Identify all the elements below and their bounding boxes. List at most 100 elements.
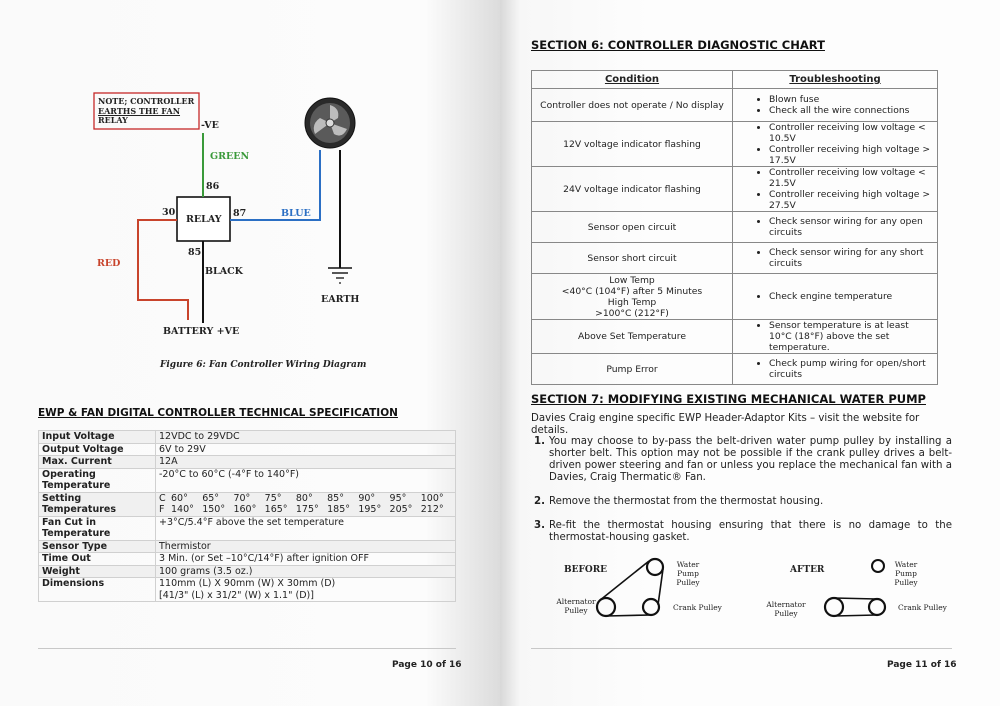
list-item: Check pump wiring for open/short circuit… bbox=[769, 358, 934, 380]
list-item: 1. You may choose to by-pass the belt-dr… bbox=[531, 436, 952, 484]
spec-value: 100 grams (3.5 oz.) bbox=[155, 564, 456, 578]
table-row: Operating Temperature -20°C to 60°C (-4°… bbox=[38, 467, 456, 493]
spec-label: Setting Temperatures bbox=[38, 491, 156, 517]
label-pin30: 30 bbox=[162, 207, 176, 218]
troubleshooting-cell: Check sensor wiring for any open circuit… bbox=[732, 211, 938, 243]
spec-label: Sensor Type bbox=[38, 539, 156, 553]
section6-title: SECTION 6: CONTROLLER DIAGNOSTIC CHART bbox=[531, 38, 825, 52]
celsius-unit: C bbox=[159, 492, 166, 504]
celsius-value: 95° bbox=[389, 492, 407, 504]
water-pump-label-after: Water Pump Pulley bbox=[894, 560, 918, 587]
list-item: Check sensor wiring for any short circui… bbox=[769, 247, 934, 269]
list-item: Controller receiving high voltage > 27.5… bbox=[769, 189, 934, 211]
label-pin86: 86 bbox=[206, 181, 220, 192]
label-pin85: 85 bbox=[188, 247, 202, 258]
table-row: Setting Temperatures C 60° 65° 70° 75° 8… bbox=[38, 491, 456, 517]
step-number: 3. bbox=[534, 520, 545, 531]
celsius-value: 65° bbox=[202, 492, 220, 504]
table-row: Above Set Temperature Sensor temperature… bbox=[531, 319, 938, 354]
table-row: Time Out 3 Min. (or Set –10°C/14°F) afte… bbox=[38, 552, 456, 566]
spec-title: EWP & FAN DIGITAL CONTROLLER TECHNICAL S… bbox=[38, 407, 398, 419]
table-row: Weight 100 grams (3.5 oz.) bbox=[38, 564, 456, 578]
fahrenheit-value: 195° bbox=[358, 504, 382, 515]
spec-label: Max. Current bbox=[38, 455, 156, 469]
fahrenheit-value: 212° bbox=[420, 504, 444, 515]
troubleshooting-cell: Sensor temperature is at least 10°C (18°… bbox=[732, 319, 938, 354]
label-neg-ve: -VE bbox=[201, 120, 219, 131]
after-belt bbox=[823, 559, 887, 618]
label-battery: BATTERY +VE bbox=[163, 326, 240, 337]
step-text: Remove the thermostat from the thermosta… bbox=[549, 496, 824, 507]
spec-label: Dimensions bbox=[38, 577, 156, 602]
alternator-label-before: Alternator Pulley bbox=[556, 597, 596, 615]
section7-title: SECTION 7: MODIFYING EXISTING MECHANICAL… bbox=[531, 392, 926, 406]
troubleshooting-cell: Check sensor wiring for any short circui… bbox=[732, 242, 938, 274]
table-row: Sensor open circuit Check sensor wiring … bbox=[531, 211, 938, 243]
spec-label: Weight bbox=[38, 564, 156, 578]
celsius-value: 70° bbox=[233, 492, 251, 504]
figure-caption: Figure 6: Fan Controller Wiring Diagram bbox=[160, 360, 367, 370]
fahrenheit-value: 140° bbox=[171, 504, 194, 515]
before-belt bbox=[595, 557, 665, 618]
fahrenheit-unit: F bbox=[159, 504, 165, 515]
spec-label: Output Voltage bbox=[38, 442, 156, 456]
fahrenheit-value: 165° bbox=[264, 504, 288, 515]
label-blue: BLUE bbox=[281, 208, 311, 219]
list-item: Check all the wire connections bbox=[769, 105, 934, 116]
table-row: Fan Cut in Temperature +3°C/5.4°F above … bbox=[38, 515, 456, 541]
table-row: Pump Error Check pump wiring for open/sh… bbox=[531, 353, 938, 385]
blue-wire bbox=[230, 150, 321, 221]
fahrenheit-value: 150° bbox=[202, 504, 226, 515]
table-row: Input Voltage 12VDC to 29VDC bbox=[38, 430, 456, 444]
celsius-value: 75° bbox=[264, 492, 282, 504]
table-row: Sensor short circuit Check sensor wiring… bbox=[531, 242, 938, 274]
troubleshooting-cell: Controller receiving low voltage < 21.5V… bbox=[732, 166, 938, 212]
celsius-value: 90° bbox=[358, 492, 376, 504]
condition-cell: Sensor open circuit bbox=[531, 211, 733, 243]
pulley-diagram-lines bbox=[595, 557, 887, 618]
spec-value: -20°C to 60°C (-4°F to 140°F) bbox=[155, 467, 456, 493]
list-item: Check engine temperature bbox=[769, 291, 934, 302]
celsius-row: C 60° 65° 70° 75° 80° 85° 90° 95° 100° bbox=[159, 493, 452, 505]
table-row: Output Voltage 6V to 29V bbox=[38, 442, 456, 456]
spec-value: 12A bbox=[155, 455, 456, 469]
spec-value: 6V to 29V bbox=[155, 442, 456, 456]
fahrenheit-value: 160° bbox=[233, 504, 257, 515]
table-row: Sensor Type Thermistor bbox=[38, 539, 456, 553]
fan-icon bbox=[304, 97, 356, 149]
setting-temps-grid: C 60° 65° 70° 75° 80° 85° 90° 95° 100° F… bbox=[155, 491, 456, 517]
troubleshooting-cell: Check engine temperature bbox=[732, 273, 938, 320]
label-black: BLACK bbox=[205, 266, 243, 277]
header-troubleshooting: Troubleshooting bbox=[732, 70, 938, 89]
list-item: 2. Remove the thermostat from the thermo… bbox=[531, 496, 952, 508]
crank-label-after: Crank Pulley bbox=[898, 603, 947, 612]
water-pump-label-before: Water Pump Pulley bbox=[676, 560, 700, 587]
celsius-value: 85° bbox=[327, 492, 344, 504]
fahrenheit-value: 205° bbox=[389, 504, 413, 515]
steps-list: 1. You may choose to by-pass the belt-dr… bbox=[531, 436, 952, 556]
troubleshooting-cell: Blown fuse Check all the wire connection… bbox=[732, 88, 938, 122]
label-green: GREEN bbox=[210, 151, 250, 162]
list-item: Controller receiving low voltage < 21.5V bbox=[769, 167, 934, 189]
after-label: AFTER bbox=[790, 565, 825, 575]
label-red: RED bbox=[97, 258, 121, 269]
header-condition: Condition bbox=[531, 70, 733, 89]
label-pin87: 87 bbox=[233, 208, 247, 219]
label-relay: RELAY bbox=[186, 214, 222, 225]
page-number: Page 11 of 16 bbox=[887, 660, 957, 670]
spec-value: 3 Min. (or Set –10°C/14°F) after ignitio… bbox=[155, 552, 456, 566]
step-number: 1. bbox=[534, 436, 545, 447]
spec-label: Input Voltage bbox=[38, 430, 156, 444]
condition-cell: 24V voltage indicator flashing bbox=[531, 166, 733, 212]
spec-label: Fan Cut in Temperature bbox=[38, 515, 156, 541]
step-number: 2. bbox=[534, 496, 545, 507]
wiring-diagram-lines bbox=[93, 92, 356, 323]
left-page: NOTE; CONTROLLER EARTHS THE FAN RELAY -V… bbox=[0, 0, 500, 706]
spec-label: Operating Temperature bbox=[38, 467, 156, 493]
condition-cell: Sensor short circuit bbox=[531, 242, 733, 274]
celsius-value: 60° bbox=[171, 492, 188, 504]
dimensions-metric: 110mm (L) X 90mm (W) X 30mm (D) bbox=[159, 578, 336, 589]
spec-value: 12VDC to 29VDC bbox=[155, 430, 456, 444]
label-earth: EARTH bbox=[321, 294, 360, 305]
troubleshooting-cell: Controller receiving low voltage < 10.5V… bbox=[732, 121, 938, 167]
